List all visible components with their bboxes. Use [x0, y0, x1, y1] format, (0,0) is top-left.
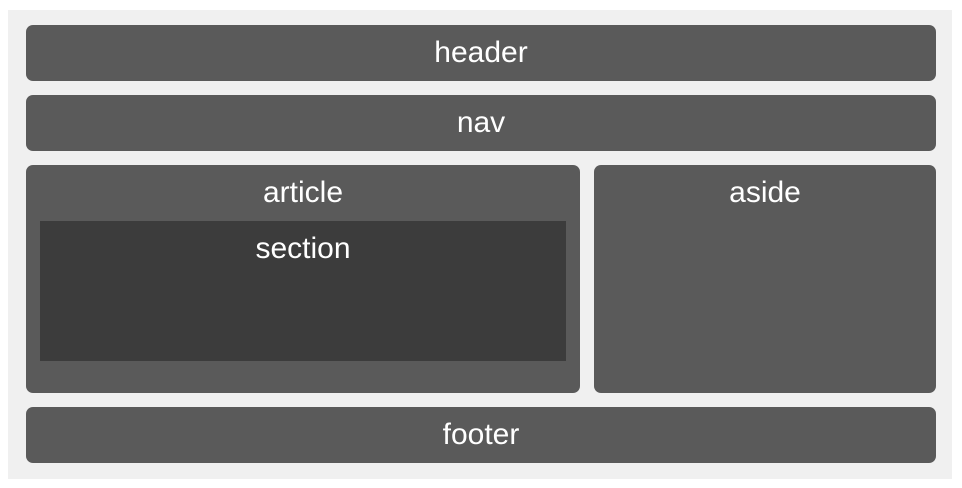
aside-label: aside	[729, 176, 801, 209]
section-label: section	[255, 232, 351, 265]
article-block: article section	[26, 165, 580, 393]
aside-block: aside	[594, 165, 936, 393]
header-block: header	[26, 25, 936, 81]
layout-diagram: header nav article section aside footer	[8, 10, 952, 479]
footer-block: footer	[26, 407, 936, 463]
nav-block: nav	[26, 95, 936, 151]
nav-label: nav	[456, 106, 506, 139]
header-label: header	[434, 36, 528, 69]
article-label: article	[262, 176, 344, 209]
section-block: section	[40, 221, 566, 361]
footer-label: footer	[442, 418, 520, 451]
